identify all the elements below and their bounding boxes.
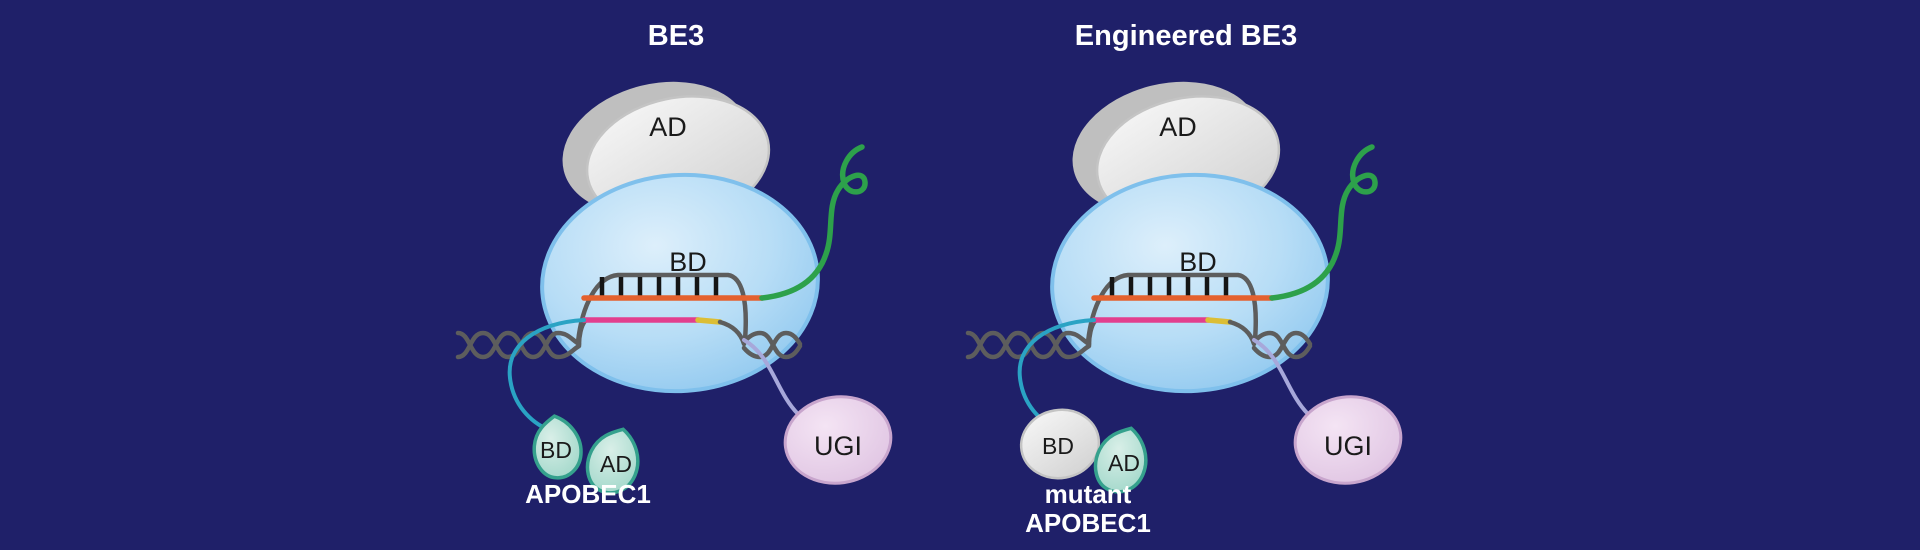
diagram-engineered-be3: Engineered BE3 AD BD UGI BD AD mutant AP… [965,20,1403,538]
cas9-ad-label: AD [649,112,687,142]
sgrna-scaffold-loop [1269,144,1378,301]
apobec1-ad-label: AD [600,451,632,477]
diagram-title: Engineered BE3 [1075,20,1297,52]
apobec1-ad-leaf [585,427,640,495]
ugi-blob [1293,395,1403,485]
pam-segment [1205,317,1233,325]
diagram-title: BE3 [648,20,704,52]
ugi-label: UGI [1324,431,1372,461]
apobec1-ad-label: AD [1108,450,1140,476]
mutant-apobec1-bd-domain [1019,408,1101,480]
cas9-bd-label: BD [669,247,707,277]
dna-target-strand [1085,272,1258,345]
dna-target-strand [575,272,748,345]
apobec1-name-line2: APOBEC1 [1025,508,1151,538]
base-pairing-ticks [1109,277,1229,296]
cas9-ad-label: AD [1159,112,1197,142]
pam-segment [695,317,723,325]
dna-helix-right-strand-b [741,330,803,360]
apobec1-name-line1: mutant [1045,479,1132,509]
sgrna-scaffold-loop [759,144,868,301]
apobec1-bd-leaf [532,414,583,480]
ugi-label: UGI [814,431,862,461]
apobec1-name: APOBEC1 [525,479,651,509]
apobec1-ad-leaf [1093,426,1148,494]
apobec1-bd-label: BD [540,437,572,463]
cas9-bd-label: BD [1179,247,1217,277]
dna-helix-right-strand-b [1251,330,1313,360]
base-pairing-ticks [599,277,719,296]
apobec1-linker [507,318,586,432]
diagram-be3: BE3 AD BD UGI [455,20,893,509]
apobec1-bd-label: BD [1042,433,1074,459]
ugi-blob [783,395,893,485]
